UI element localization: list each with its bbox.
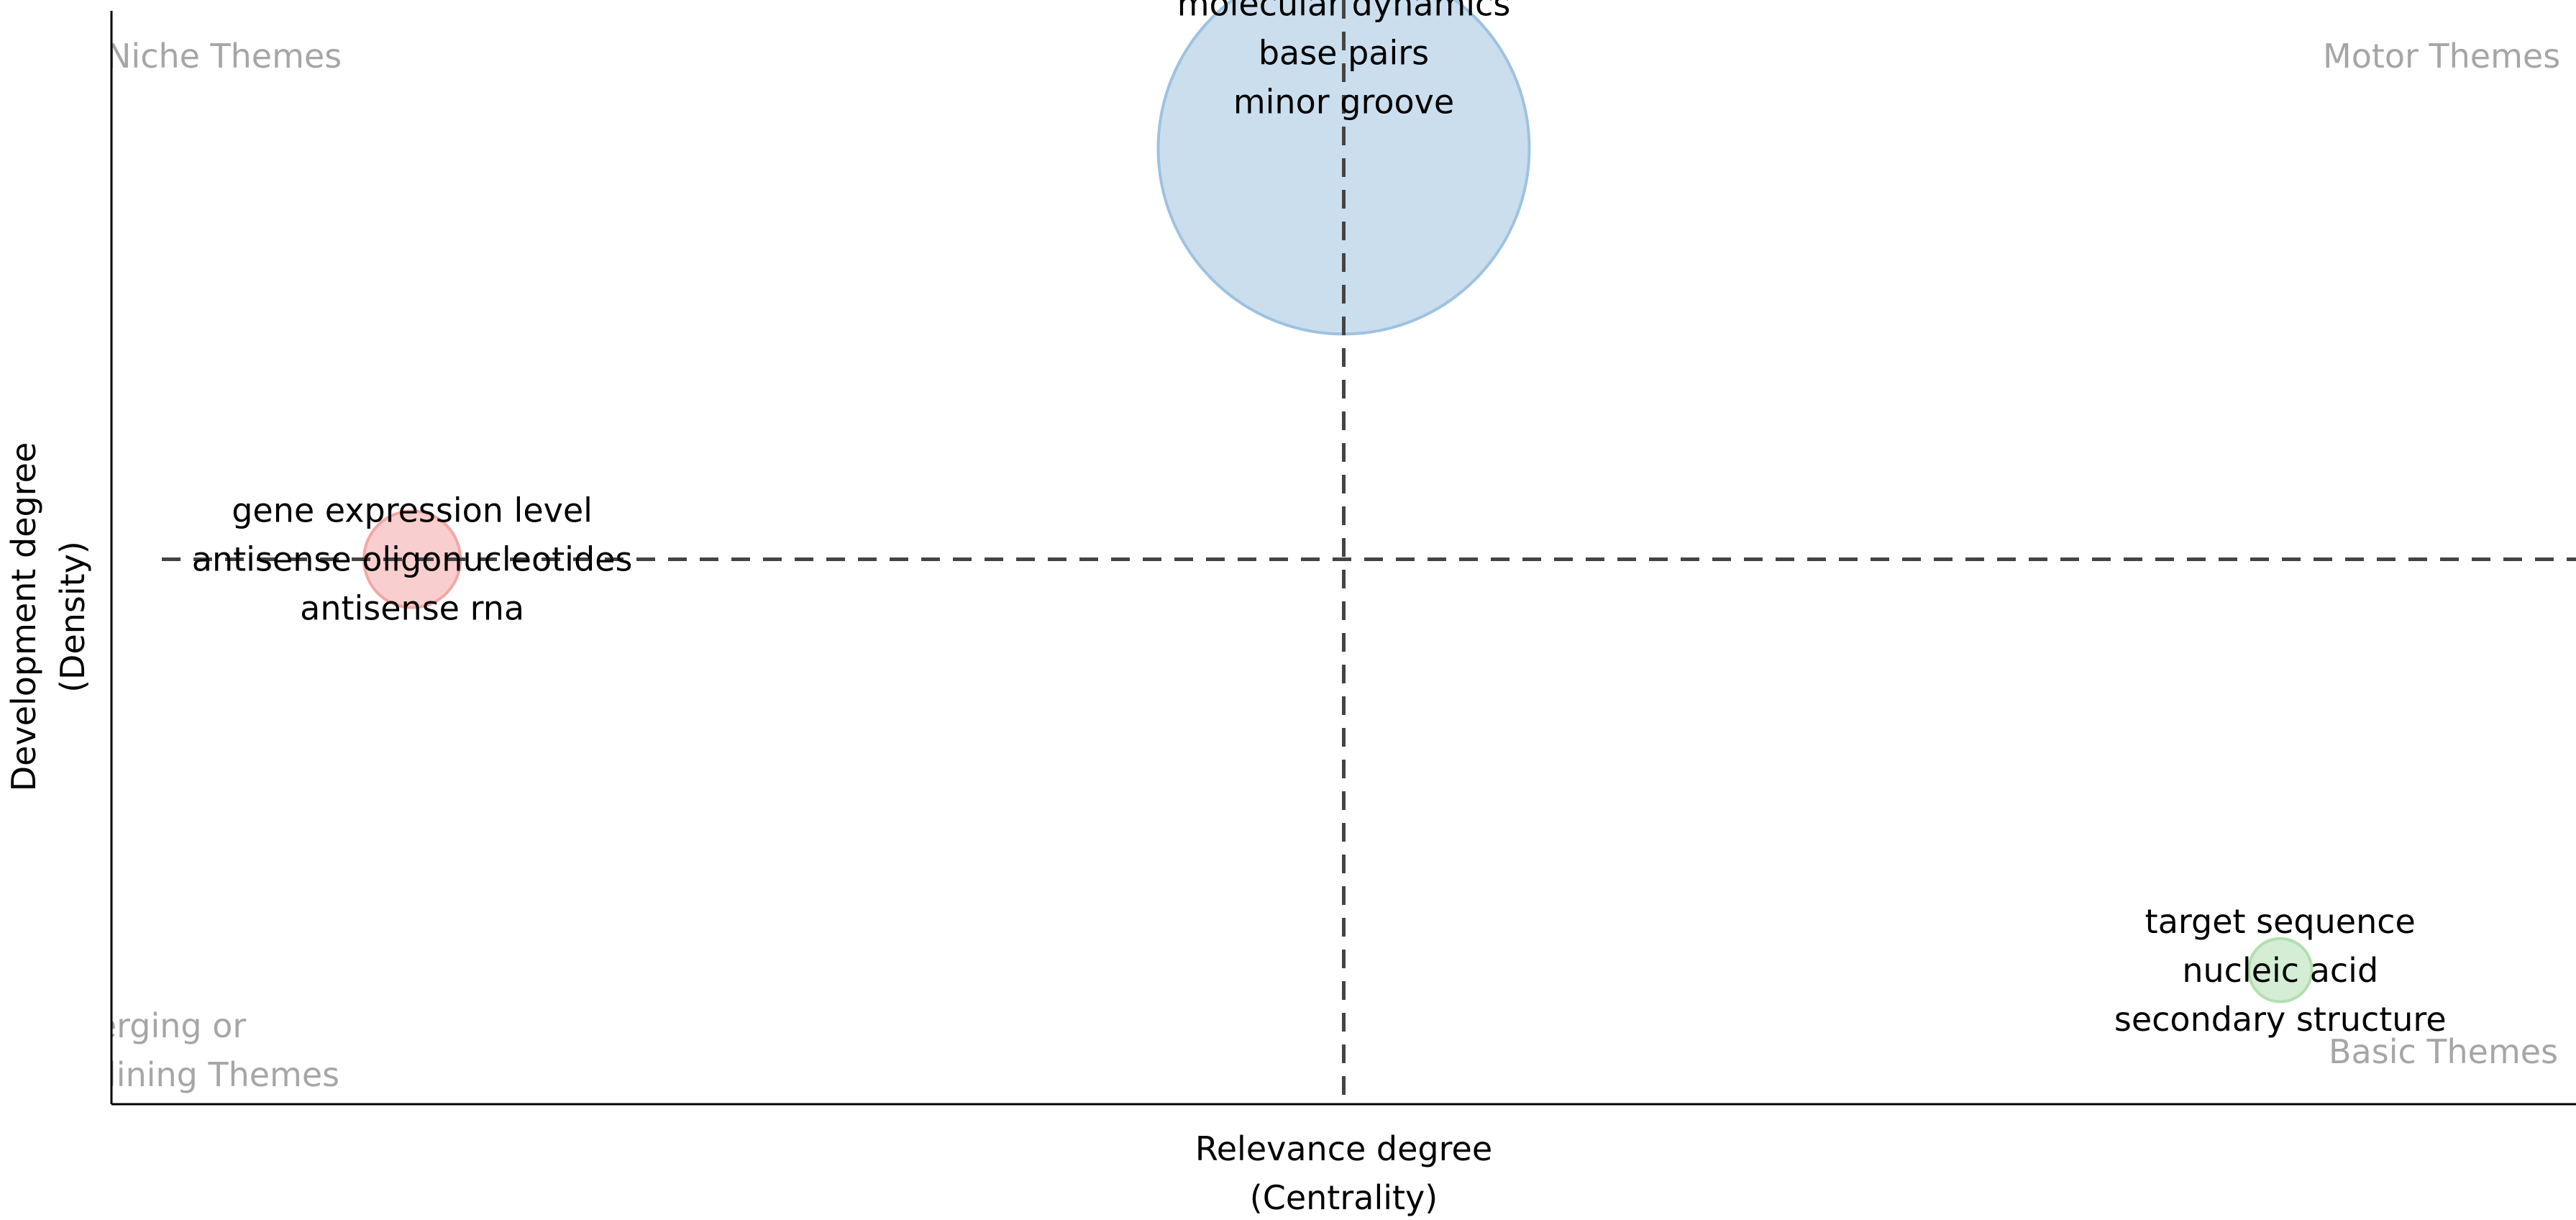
y-axis-label-group: Development degree (Density)	[4, 442, 92, 792]
cluster-label-target-sequence-line: target sequence	[2145, 902, 2416, 941]
cluster-label-gene-expression-line: antisense rna	[300, 589, 524, 628]
y-axis-label-line: Development degree	[4, 442, 43, 792]
cluster-bubble-target-sequence[interactable]	[2247, 937, 2314, 1003]
cluster-label-molecular-dynamics-line: base pairs	[1259, 33, 1429, 72]
x-axis-label-line: (Centrality)	[1250, 1178, 1438, 1217]
quadrant-label-motor-themes: Motor Themes	[2323, 37, 2560, 76]
quadrant-label-basic-themes: Basic Themes	[2329, 1032, 2558, 1071]
quadrant-label-line: Motor Themes	[2323, 37, 2560, 76]
cluster-label-gene-expression-line: gene expression level	[232, 491, 593, 530]
y-axis-label-line: (Density)	[53, 541, 92, 693]
x-axis-label-line: Relevance degree	[1195, 1129, 1492, 1168]
cluster-label-molecular-dynamics-line: minor groove	[1233, 82, 1454, 121]
x-axis-label: Relevance degree (Centrality)	[1195, 1129, 1492, 1217]
quadrant-label-line: Declining Themes	[43, 1055, 339, 1094]
cluster-label-molecular-dynamics-line: molecular dynamics	[1177, 0, 1511, 23]
cluster-label-gene-expression: gene expression level antisense oligonucl…	[192, 491, 633, 628]
cluster-label-gene-expression-line: antisense oligonucleotides	[192, 540, 633, 579]
y-axis-label: Development degree (Density)	[4, 442, 92, 792]
quadrant-label-emerging-declining-themes: Emerging or Declining Themes	[43, 1006, 339, 1094]
quadrant-label-line: Basic Themes	[2329, 1032, 2558, 1071]
cluster-label-target-sequence: target sequence nucleic acid secondary str…	[2114, 902, 2447, 1039]
quadrant-label-niche-themes: Niche Themes	[106, 37, 342, 76]
cluster-label-target-sequence-line: nucleic acid	[2182, 951, 2378, 990]
quadrant-label-line: Niche Themes	[106, 37, 342, 76]
cluster-label-molecular-dynamics: molecular dynamics base pairs minor groove	[1177, 0, 1511, 121]
quadrant-label-line: Emerging or	[43, 1006, 246, 1045]
cluster-label-target-sequence-line: secondary structure	[2114, 1000, 2447, 1039]
